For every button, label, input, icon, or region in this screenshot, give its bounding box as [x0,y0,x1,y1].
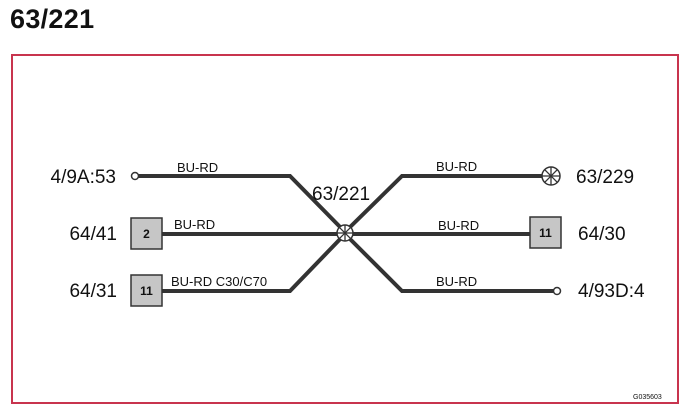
component-label-right-bottom: 4/93D:4 [578,281,645,302]
figure-code: G035603 [633,394,662,401]
wire-left-top [136,174,347,234]
connector-box-left-middle [130,217,163,250]
wire-label-right-bottom: BU-RD [436,274,477,289]
page-title: 63/221 [10,4,95,34]
component-label-left-top: 4/9A:53 [51,167,117,188]
wire-label-right-middle: BU-RD [438,218,479,233]
wire-label-left-middle: BU-RD [174,217,215,232]
pin-right-middle: 11 [539,226,552,240]
pin-left-bottom: 11 [140,284,153,298]
connector-box-right-middle [529,216,562,249]
component-label-right-top: 63/229 [576,167,634,188]
diagram-frame [11,54,679,404]
wire-label-left-bottom: BU-RD C30/C70 [171,274,267,289]
terminal-left-top [130,171,140,181]
splice-63-229-icon [541,166,561,186]
wire-left-bottom [162,232,347,293]
wire-right-bottom [343,232,556,293]
component-label-left-bottom: 64/31 [69,281,117,302]
wire-right-top [343,174,543,234]
splice-icon [336,224,354,242]
connector-box-left-bottom [130,274,163,307]
component-label-left-middle: 64/41 [69,224,117,245]
wire-label-right-top: BU-RD [436,159,477,174]
terminal-right-bottom [552,286,562,296]
component-label-right-middle: 64/30 [578,224,626,245]
pin-left-middle: 2 [143,227,150,241]
wire-label-left-top: BU-RD [177,160,218,175]
splice-label: 63/221 [312,184,370,205]
